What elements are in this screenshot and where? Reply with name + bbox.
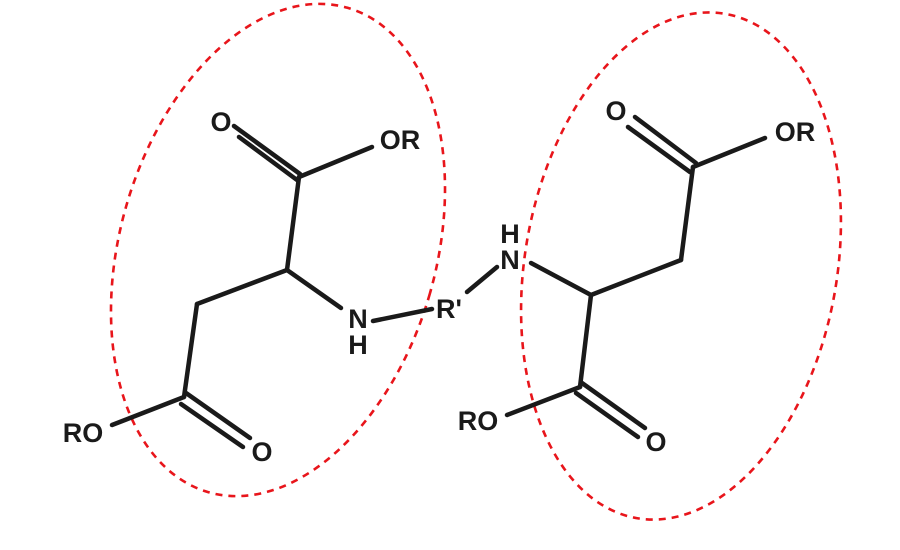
left-unit-highlight-ellipse [109, 2, 447, 498]
right-carbonyl-oxygen-bottom: O [645, 427, 666, 457]
bond [678, 164, 696, 263]
bond [579, 380, 648, 431]
right-ester-group-bottom: RO [458, 406, 499, 436]
left-ester-group-bottom: RO [63, 418, 104, 448]
bond [109, 394, 187, 428]
right-unit-bonds [464, 114, 768, 440]
bond [284, 267, 344, 311]
left-carbonyl-oxygen-top: O [210, 107, 231, 137]
bond [588, 257, 684, 298]
left-unit-bonds [109, 123, 435, 450]
right-carbonyl-oxygen-top: O [605, 96, 626, 126]
bond [625, 124, 693, 175]
bond [464, 264, 500, 295]
bond [370, 306, 435, 324]
bond [194, 267, 290, 307]
left-carbonyl-oxygen-bottom: O [251, 437, 272, 467]
bond [231, 123, 303, 177]
right-unit-highlight-ellipse [519, 11, 843, 521]
bond [632, 114, 699, 166]
bond [296, 144, 375, 180]
bond [577, 292, 594, 390]
bond [573, 390, 641, 440]
bond [690, 135, 768, 170]
bond [183, 390, 253, 441]
bond [181, 301, 200, 400]
right-amine-nitrogen: N [500, 245, 520, 275]
bond [528, 260, 594, 298]
linker-r-prime: R' [436, 294, 462, 324]
bond [284, 174, 302, 273]
right-amine-hydrogen: H [500, 219, 520, 249]
bond [178, 401, 246, 450]
bond [504, 384, 583, 418]
left-amine-hydrogen: H [348, 330, 368, 360]
bond [236, 134, 300, 183]
left-ester-group-top: OR [380, 125, 421, 155]
left-amine-nitrogen: N [348, 304, 368, 334]
right-ester-group-top: OR [775, 117, 816, 147]
